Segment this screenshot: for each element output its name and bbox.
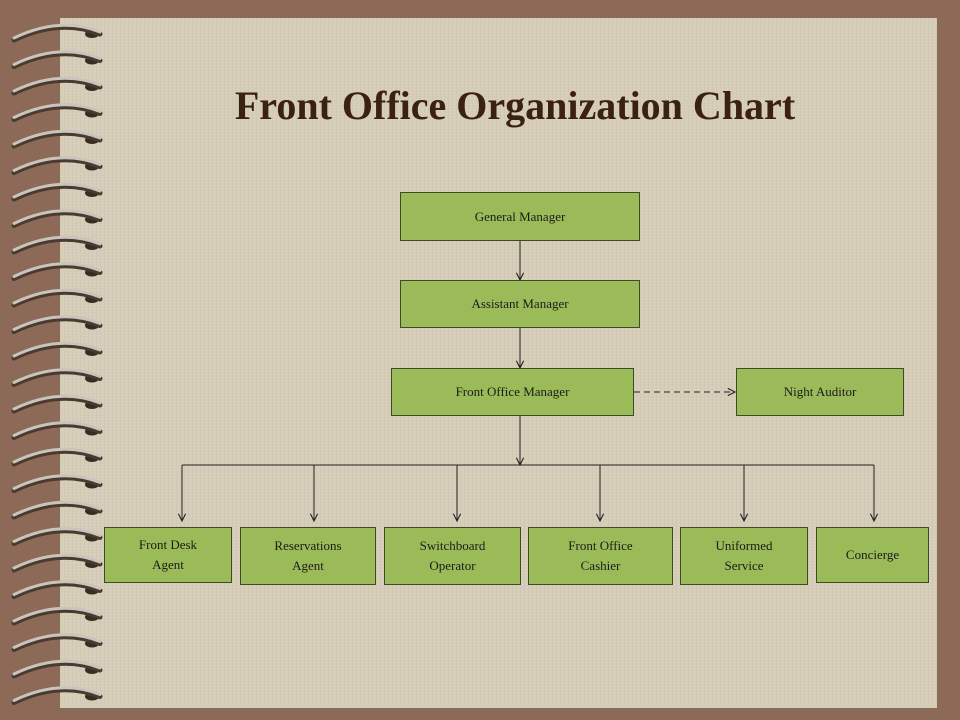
binding-ring <box>11 421 103 440</box>
node-assistant-manager-label: Assistant Manager <box>471 296 569 311</box>
binding-ring <box>11 686 103 705</box>
page-title: Front Office Organization Chart <box>234 83 796 128</box>
binding-ring <box>11 262 103 281</box>
node-concierge-label: Concierge <box>845 547 900 562</box>
node-uniformed-service-label: Uniformed Service <box>715 538 773 573</box>
binding-ring <box>11 633 103 652</box>
node-front-desk-agent-label: Front Desk Agent <box>138 537 198 572</box>
node-uniformed-service: Uniformed Service <box>680 527 808 585</box>
node-front-desk-agent: Front Desk Agent <box>104 527 232 583</box>
binding-ring <box>11 368 103 387</box>
node-switchboard-operator: Switchboard Operator <box>384 527 521 585</box>
binding-ring <box>11 447 103 467</box>
node-switchboard-operator-label: Switchboard Operator <box>419 538 486 573</box>
binding-ring <box>11 156 103 175</box>
binding-ring <box>11 129 103 149</box>
binding-ring <box>11 553 103 573</box>
node-night-auditor-label: Night Auditor <box>783 384 857 399</box>
binding-ring <box>11 580 103 599</box>
node-reservations-agent-label: Reservations Agent <box>274 538 342 573</box>
spiral-binding <box>11 23 103 705</box>
binding-ring <box>11 209 103 228</box>
binding-ring <box>11 288 103 308</box>
binding-ring <box>11 103 103 122</box>
node-reservations-agent: Reservations Agent <box>240 527 376 585</box>
binding-ring <box>11 606 103 626</box>
binding-ring <box>11 659 103 679</box>
node-front-office-cashier: Front Office Cashier <box>528 527 673 585</box>
node-assistant-manager: Assistant Manager <box>400 280 640 328</box>
binding-ring <box>11 474 103 493</box>
binding-ring <box>11 315 103 334</box>
node-general-manager: General Manager <box>400 192 640 241</box>
node-front-office-manager-label: Front Office Manager <box>455 384 570 399</box>
binding-ring <box>11 182 103 202</box>
binding-ring <box>11 527 103 546</box>
node-front-office-manager: Front Office Manager <box>391 368 634 416</box>
binding-ring <box>11 76 103 96</box>
node-night-auditor: Night Auditor <box>736 368 904 416</box>
binding-ring <box>11 50 103 69</box>
binding-ring <box>11 23 103 43</box>
binding-ring <box>11 235 103 255</box>
node-front-office-cashier-label: Front Office Cashier <box>568 538 633 573</box>
node-concierge: Concierge <box>816 527 929 583</box>
binding-ring <box>11 341 103 361</box>
binding-ring <box>11 500 103 520</box>
node-general-manager-label: General Manager <box>474 208 566 224</box>
paper-background <box>60 18 937 708</box>
binding-ring <box>11 394 103 414</box>
